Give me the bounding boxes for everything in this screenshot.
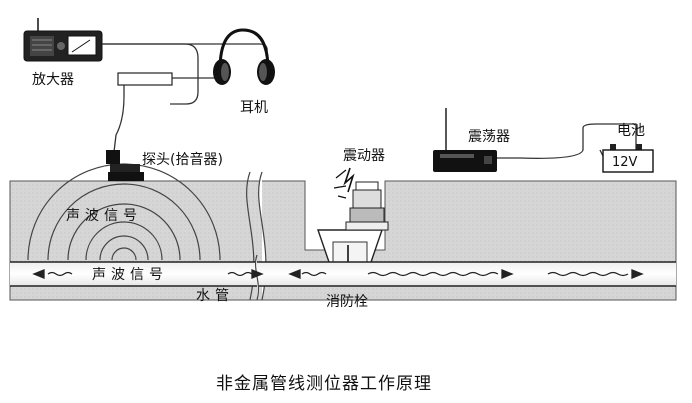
junction-box bbox=[117, 72, 173, 86]
amplifier-label: 放大器 bbox=[32, 72, 74, 88]
battery-label: 电池 bbox=[617, 123, 645, 139]
water-pipe bbox=[10, 254, 676, 301]
diagram-caption: 非金属管线测位器工作原理 bbox=[216, 374, 432, 394]
hydrant-label: 消防栓 bbox=[326, 294, 368, 310]
earphones-label: 耳机 bbox=[240, 100, 268, 116]
oscillator-label: 震荡器 bbox=[468, 129, 510, 145]
vibrator-label: 震动器 bbox=[343, 148, 385, 164]
amplifier-device bbox=[23, 18, 103, 62]
probe-label: 探头(拾音器) bbox=[142, 151, 223, 168]
probe-device bbox=[106, 150, 144, 181]
pipe-signal-label: 声波信号 bbox=[92, 267, 168, 283]
oscillator-device bbox=[433, 108, 497, 172]
earphones-icon bbox=[213, 28, 275, 85]
water-pipe-label: 水管 bbox=[196, 288, 234, 304]
ground-signal-label: 声波信号 bbox=[66, 208, 142, 224]
pipe-wave-arrows bbox=[32, 269, 644, 279]
vibrator-device bbox=[333, 167, 389, 231]
battery-voltage-label: 12V bbox=[612, 155, 638, 170]
wires bbox=[102, 43, 637, 161]
battery-device bbox=[602, 144, 654, 173]
